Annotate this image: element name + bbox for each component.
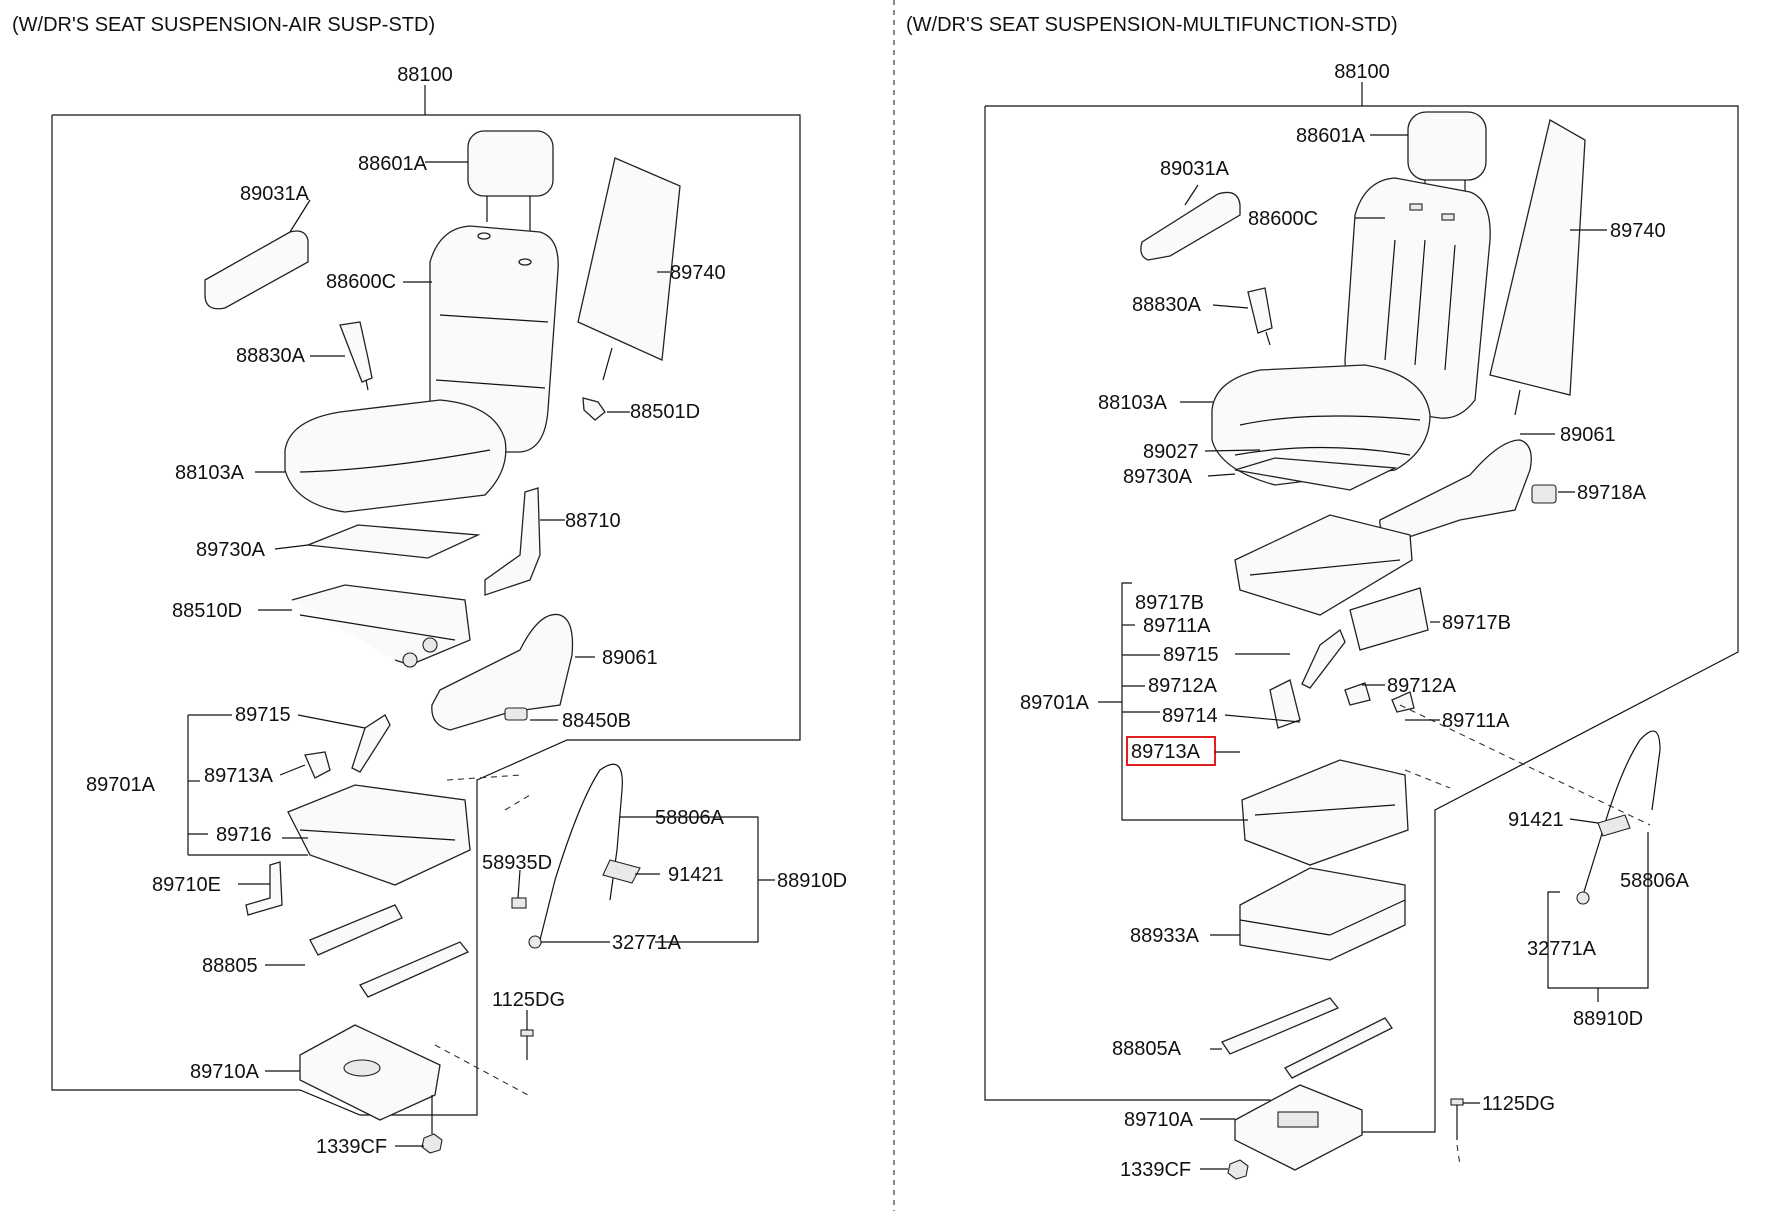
frame-88510D[interactable] <box>291 584 471 668</box>
label-89716: 89716 <box>216 824 272 846</box>
label-88100: 88100 <box>1334 61 1390 83</box>
label-89711A-left: 89711A <box>1143 615 1211 637</box>
label-88601A: 88601A <box>1296 125 1366 147</box>
label-1339CF: 1339CF <box>1120 1159 1191 1181</box>
pad-89730A[interactable] <box>307 524 481 559</box>
clip-32771A[interactable] <box>1576 891 1590 905</box>
seat-88600C[interactable] <box>1211 177 1491 486</box>
label-89730A: 89730A <box>196 539 266 561</box>
right-panel-title: (W/DR'S SEAT SUSPENSION-MULTIFUNCTION-ST… <box>906 14 1398 36</box>
label-1125DG: 1125DG <box>492 989 565 1011</box>
suspension-89701A[interactable] <box>1241 628 1415 866</box>
label-89061: 89061 <box>602 647 658 669</box>
label-89713A: 89713A <box>1131 741 1201 763</box>
label-88501D: 88501D <box>630 401 700 423</box>
buckle-88830A[interactable] <box>1247 287 1273 346</box>
label-91421: 91421 <box>668 864 724 886</box>
label-89710A: 89710A <box>190 1061 260 1083</box>
label-89713A: 89713A <box>204 765 274 787</box>
label-89711A-right: 89711A <box>1442 710 1510 732</box>
label-1125DG: 1125DG <box>1482 1093 1555 1115</box>
label-58806A: 58806A <box>1620 870 1690 892</box>
label-88103A: 88103A <box>1098 392 1168 414</box>
label-32771A: 32771A <box>1527 938 1597 960</box>
label-88600C: 88600C <box>1248 208 1318 230</box>
label-89712A-right: 89712A <box>1387 675 1457 697</box>
label-32771A: 32771A <box>612 932 682 954</box>
pad-89730A[interactable] <box>1234 457 1398 491</box>
label-89717B-right: 89717B <box>1442 612 1511 634</box>
label-89031A: 89031A <box>1160 158 1230 180</box>
label-89712A-left: 89712A <box>1148 675 1218 697</box>
frame-89717B[interactable] <box>1234 514 1429 651</box>
label-89031A: 89031A <box>240 183 310 205</box>
label-88910D: 88910D <box>1573 1008 1643 1030</box>
label-89061: 89061 <box>1560 424 1616 446</box>
label-88805A: 88805A <box>1112 1038 1182 1060</box>
headrest-88601A[interactable] <box>467 130 554 245</box>
cable-58806A[interactable] <box>1582 730 1661 896</box>
label-88710: 88710 <box>565 510 621 532</box>
label-88600C: 88600C <box>326 271 396 293</box>
label-89718A: 89718A <box>1577 482 1647 504</box>
bolt-1125DG[interactable] <box>520 1029 534 1060</box>
plate-89710A[interactable] <box>299 1024 441 1121</box>
seat-88600C[interactable] <box>284 225 559 513</box>
label-1339CF: 1339CF <box>316 1136 387 1158</box>
label-89714: 89714 <box>1162 705 1218 727</box>
label-89715: 89715 <box>1163 644 1219 666</box>
label-88830A: 88830A <box>1132 294 1202 316</box>
label-88805: 88805 <box>202 955 258 977</box>
label-89740: 89740 <box>670 262 726 284</box>
switch-89718A[interactable] <box>1531 484 1557 504</box>
label-89710A: 89710A <box>1124 1109 1194 1131</box>
rails-88805[interactable] <box>309 904 470 998</box>
cover-89061[interactable] <box>431 613 574 731</box>
clip-32771A[interactable] <box>528 935 542 949</box>
nut-1339CF[interactable] <box>421 1133 443 1154</box>
label-89740: 89740 <box>1610 220 1666 242</box>
label-58935D: 58935D <box>482 852 552 874</box>
label-88933A: 88933A <box>1130 925 1200 947</box>
label-89730A: 89730A <box>1123 466 1193 488</box>
armrest-89031A[interactable] <box>1140 191 1241 261</box>
back-board-89740[interactable] <box>1489 119 1586 416</box>
label-89715: 89715 <box>235 704 291 726</box>
bracket-89710E[interactable] <box>245 861 283 916</box>
plate-89710A[interactable] <box>1234 1084 1363 1171</box>
label-88100: 88100 <box>397 64 453 86</box>
left-panel: (W/DR'S SEAT SUSPENSION-AIR SUSP-STD) <box>12 14 847 1158</box>
label-91421: 91421 <box>1508 809 1564 831</box>
label-88910D: 88910D <box>777 870 847 892</box>
clip-91421[interactable] <box>1597 814 1631 837</box>
left-panel-title: (W/DR'S SEAT SUSPENSION-AIR SUSP-STD) <box>12 14 435 36</box>
label-89701A: 89701A <box>1020 692 1090 714</box>
box-88933A[interactable] <box>1239 867 1406 961</box>
armrest-89031A[interactable] <box>204 230 309 310</box>
label-88830A: 88830A <box>236 345 306 367</box>
rails-88805A[interactable] <box>1221 997 1393 1079</box>
label-89027: 89027 <box>1143 441 1199 463</box>
right-panel: (W/DR'S SEAT SUSPENSION-MULTIFUNCTION-ST… <box>906 14 1739 1181</box>
recliner-88710[interactable] <box>484 487 541 596</box>
highlight-89713A <box>1126 736 1216 766</box>
nut-1339CF[interactable] <box>1227 1159 1249 1180</box>
label-88450B: 88450B <box>562 710 631 732</box>
clip-91421[interactable] <box>602 859 641 884</box>
label-58806A: 58806A <box>655 807 725 829</box>
bolt-1125DG[interactable] <box>1450 1098 1464 1140</box>
label-89717B-left: 89717B <box>1135 592 1204 614</box>
back-board-89740[interactable] <box>577 157 681 421</box>
label-88510D: 88510D <box>172 600 242 622</box>
label-88601A: 88601A <box>358 153 428 175</box>
cable-58806A[interactable] <box>539 763 623 941</box>
label-89701A: 89701A <box>86 774 156 796</box>
buckle-88830A[interactable] <box>339 321 373 391</box>
label-89710E: 89710E <box>152 874 221 896</box>
clip-58935D[interactable] <box>511 897 527 909</box>
cap-88450B[interactable] <box>504 707 528 721</box>
label-88103A: 88103A <box>175 462 245 484</box>
suspension-89701A[interactable] <box>287 714 471 886</box>
